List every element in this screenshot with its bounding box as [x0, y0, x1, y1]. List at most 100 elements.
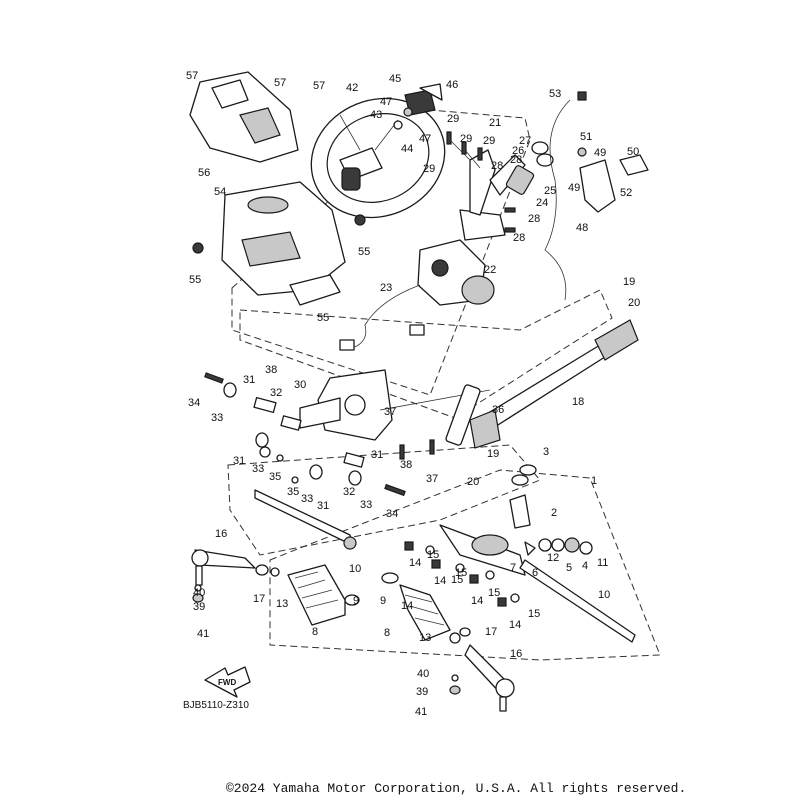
column-bracket — [299, 369, 491, 441]
callout-33: 33 — [360, 499, 372, 511]
callout-15: 15 — [455, 567, 467, 579]
callout-14: 14 — [509, 619, 521, 631]
callout-40: 40 — [193, 587, 205, 599]
callout-19: 19 — [487, 448, 499, 460]
callout-4: 4 — [582, 560, 588, 572]
hub-parts — [393, 83, 443, 130]
callout-6: 6 — [532, 567, 538, 579]
callout-28: 28 — [510, 154, 522, 166]
callout-14: 14 — [401, 600, 413, 612]
callout-52: 52 — [620, 187, 632, 199]
callout-3: 3 — [543, 446, 549, 458]
callout-37: 37 — [384, 406, 396, 418]
callout-34: 34 — [188, 397, 200, 409]
callout-14: 14 — [434, 575, 446, 587]
upper-column-cover — [189, 71, 299, 163]
callout-33: 33 — [252, 463, 264, 475]
callout-47: 47 — [419, 133, 431, 145]
callout-21: 21 — [489, 117, 501, 129]
callout-13: 13 — [276, 598, 288, 610]
callout-47: 47 — [380, 96, 392, 108]
callout-31: 31 — [317, 500, 329, 512]
callout-49: 49 — [594, 147, 606, 159]
callout-19: 19 — [623, 276, 635, 288]
callout-37: 37 — [426, 473, 438, 485]
bracket-hardware — [204, 372, 435, 497]
callout-20: 20 — [628, 297, 640, 309]
callout-29: 29 — [423, 163, 435, 175]
callout-33: 33 — [301, 493, 313, 505]
callout-44: 44 — [401, 143, 413, 155]
callout-28: 28 — [513, 232, 525, 244]
callout-38: 38 — [400, 459, 412, 471]
callout-33: 33 — [211, 412, 223, 424]
callout-50: 50 — [627, 146, 639, 158]
callout-29: 29 — [460, 133, 472, 145]
callout-41: 41 — [415, 706, 427, 718]
callout-14: 14 — [471, 595, 483, 607]
callout-17: 17 — [253, 593, 265, 605]
callout-34: 34 — [386, 508, 398, 520]
forward-arrow-icon: FWD — [204, 666, 251, 698]
callout-35: 35 — [287, 486, 299, 498]
steering-wheel — [310, 97, 446, 219]
callout-13: 13 — [419, 632, 431, 644]
callout-29: 29 — [483, 135, 495, 147]
callout-27: 27 — [519, 135, 531, 147]
callout-28: 28 — [491, 160, 503, 172]
callout-31: 31 — [233, 455, 245, 467]
steering-rack — [254, 464, 636, 643]
copyright-notice: ©2024 Yamaha Motor Corporation, U.S.A. A… — [226, 781, 687, 796]
callout-43: 43 — [370, 109, 382, 121]
lower-column-cover — [192, 181, 366, 306]
callout-57: 57 — [274, 77, 286, 89]
callout-31: 31 — [243, 374, 255, 386]
column-group-boundary — [239, 289, 613, 419]
diagram-code: BJB5110-Z310 — [183, 700, 249, 711]
callout-17: 17 — [485, 626, 497, 638]
callout-39: 39 — [416, 686, 428, 698]
callout-53: 53 — [549, 88, 561, 100]
callout-10: 10 — [349, 563, 361, 575]
callout-28: 28 — [528, 213, 540, 225]
callout-30: 30 — [294, 379, 306, 391]
callout-46: 46 — [446, 79, 458, 91]
callout-12: 12 — [547, 552, 559, 564]
callout-48: 48 — [576, 222, 588, 234]
callout-29: 29 — [447, 113, 459, 125]
callout-32: 32 — [270, 387, 282, 399]
callout-55: 55 — [189, 274, 201, 286]
callout-25: 25 — [544, 185, 556, 197]
callout-22: 22 — [484, 264, 496, 276]
callout-40: 40 — [417, 668, 429, 680]
callout-16: 16 — [215, 528, 227, 540]
callout-2: 2 — [551, 507, 557, 519]
callout-5: 5 — [566, 562, 572, 574]
eps-motor-unit — [339, 239, 495, 351]
steering-column — [446, 131, 554, 241]
callout-15: 15 — [488, 587, 500, 599]
callout-15: 15 — [451, 574, 463, 586]
callout-36: 36 — [492, 404, 504, 416]
callout-20: 20 — [467, 476, 479, 488]
callout-57: 57 — [313, 80, 325, 92]
callout-49: 49 — [568, 182, 580, 194]
callout-23: 23 — [380, 282, 392, 294]
callout-38: 38 — [265, 364, 277, 376]
callout-24: 24 — [536, 197, 548, 209]
callout-16: 16 — [510, 648, 522, 660]
fwd-label: FWD — [218, 678, 236, 687]
callout-55: 55 — [317, 312, 329, 324]
callout-14: 14 — [409, 557, 421, 569]
callout-26: 26 — [512, 145, 524, 157]
callout-31: 31 — [371, 449, 383, 461]
rack-hardware — [404, 541, 520, 607]
callout-9: 9 — [380, 595, 386, 607]
callout-1: 1 — [591, 475, 597, 487]
callout-32: 32 — [343, 486, 355, 498]
callout-41: 41 — [197, 628, 209, 640]
callout-45: 45 — [389, 73, 401, 85]
callout-8: 8 — [384, 627, 390, 639]
callout-9: 9 — [353, 595, 359, 607]
